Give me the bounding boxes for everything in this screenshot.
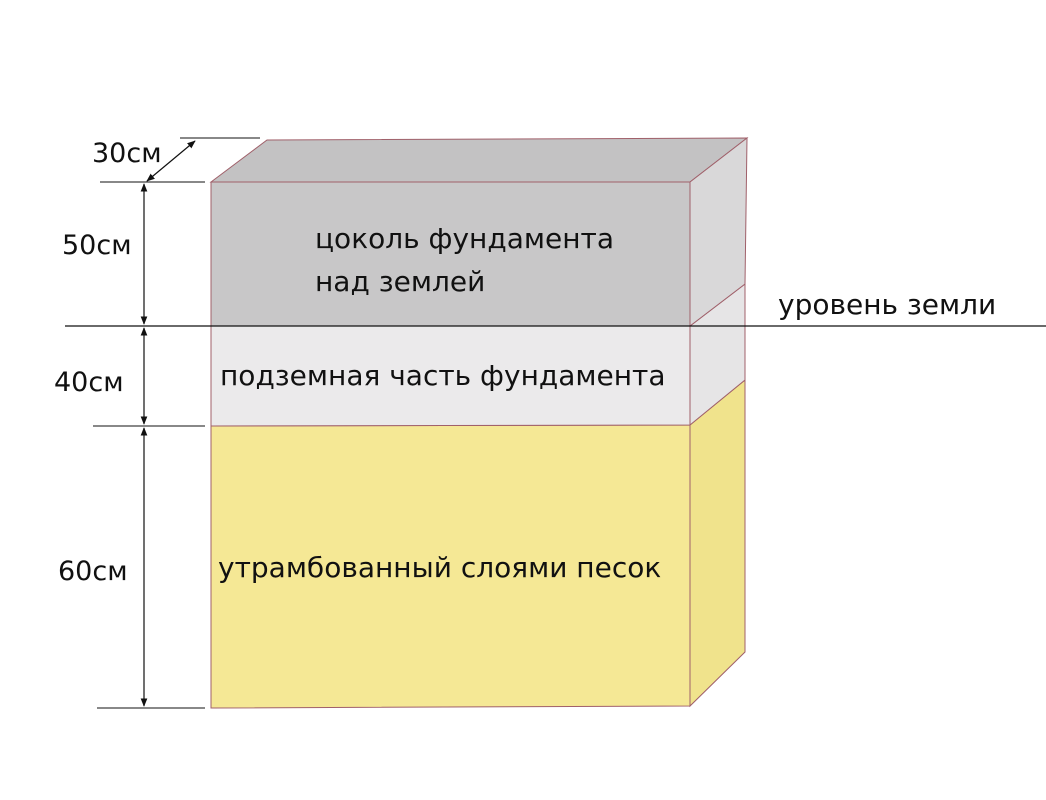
extension-lines <box>93 137 260 709</box>
sand-label: утрамбованный слоями песок <box>218 551 661 584</box>
sand-side-face <box>689 378 746 708</box>
width-dimension-label: 30см <box>92 138 162 169</box>
ground-level-label: уровень земли <box>778 288 996 321</box>
sand-height-label: 60см <box>58 556 128 587</box>
underground-height-label: 40см <box>54 367 124 398</box>
plinth-label-line2: над землей <box>315 265 485 298</box>
dimension-line-width <box>146 140 196 182</box>
plinth-top-face <box>209 137 749 183</box>
sand-layer <box>210 378 746 709</box>
plinth-height-label: 50см <box>62 230 132 261</box>
plinth-layer <box>209 136 749 328</box>
underground-label: подземная часть фундамента <box>220 359 666 392</box>
underground-layer <box>210 282 746 427</box>
plinth-label-line1: цоколь фундамента <box>315 222 614 255</box>
